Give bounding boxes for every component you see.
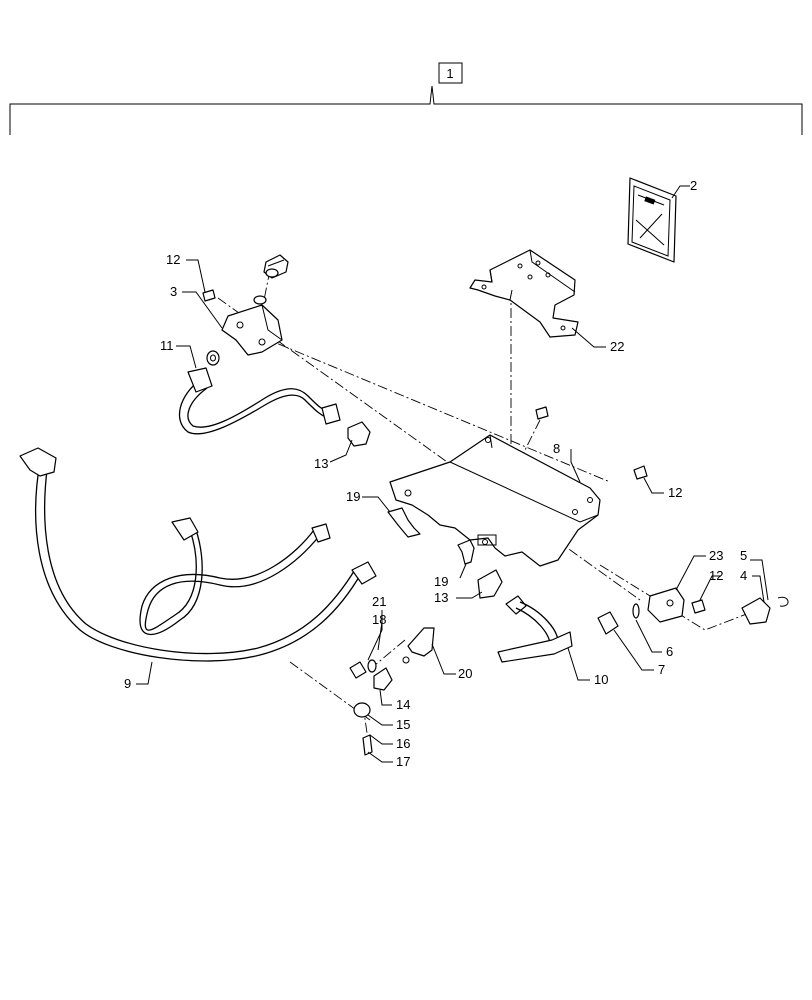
plate-part-8 <box>389 434 601 567</box>
callout-4: 4 <box>740 568 747 583</box>
callout-1: 1 <box>446 66 453 81</box>
screw-part-12-right <box>633 465 648 480</box>
clip-part-15 <box>353 702 371 718</box>
screw-part-16-17 <box>362 734 373 756</box>
callout-18: 18 <box>372 612 386 627</box>
callout-7: 7 <box>658 662 665 677</box>
callout-20: 20 <box>458 666 472 681</box>
callout-22: 22 <box>610 339 624 354</box>
tube-part-11 <box>178 367 341 435</box>
callout-8: 8 <box>553 441 560 456</box>
callout-11: 11 <box>160 338 174 353</box>
bracket-part-3 <box>221 304 283 356</box>
callout-12-top: 12 <box>166 252 180 267</box>
callout-19-left: 19 <box>346 489 360 504</box>
screw-part-12-top <box>202 289 216 302</box>
callout-13-top: 13 <box>314 456 328 471</box>
screw-part-12-block <box>691 599 706 614</box>
cap-part-5 <box>777 596 789 607</box>
callout-6: 6 <box>666 644 673 659</box>
callout-2: 2 <box>690 178 697 193</box>
tube-part-10 <box>497 595 573 663</box>
callout-13-lower: 13 <box>434 590 448 605</box>
bracket-part-22 <box>469 249 579 338</box>
callout-3: 3 <box>170 284 177 299</box>
callout-12-block: 12 <box>709 568 723 583</box>
bolt-part-20 <box>402 627 435 664</box>
block-part-23 <box>647 587 685 623</box>
callout-23: 23 <box>709 548 723 563</box>
washer-part-18 <box>367 659 377 673</box>
callout-5: 5 <box>740 548 747 563</box>
nut-part-21 <box>349 661 367 679</box>
callout-12-right: 12 <box>668 485 682 500</box>
callout-19-lower: 19 <box>434 574 448 589</box>
elbow-part-13-lower <box>477 569 503 599</box>
fitting-top <box>253 254 289 305</box>
screw-part-12-upper <box>535 406 549 420</box>
fitting-part-4 <box>741 597 771 625</box>
elbow-part-13-top <box>347 421 371 447</box>
hose-part-9 <box>19 447 377 662</box>
callout-21: 21 <box>372 594 386 609</box>
leader-lines <box>136 185 769 763</box>
callout-14: 14 <box>396 697 410 712</box>
callout-15: 15 <box>396 717 410 732</box>
oring-part-6 <box>632 603 640 619</box>
decal-part-2 <box>627 177 677 263</box>
callout-9: 9 <box>124 676 131 691</box>
callout-16: 16 <box>396 736 410 751</box>
clamp-part-14 <box>373 667 393 691</box>
assembly-bracket <box>9 62 803 135</box>
callout-17: 17 <box>396 754 410 769</box>
fitting-part-7 <box>597 611 619 635</box>
clip-part-19 <box>387 507 475 565</box>
callout-10: 10 <box>594 672 608 687</box>
washer-part-11 <box>206 350 220 366</box>
